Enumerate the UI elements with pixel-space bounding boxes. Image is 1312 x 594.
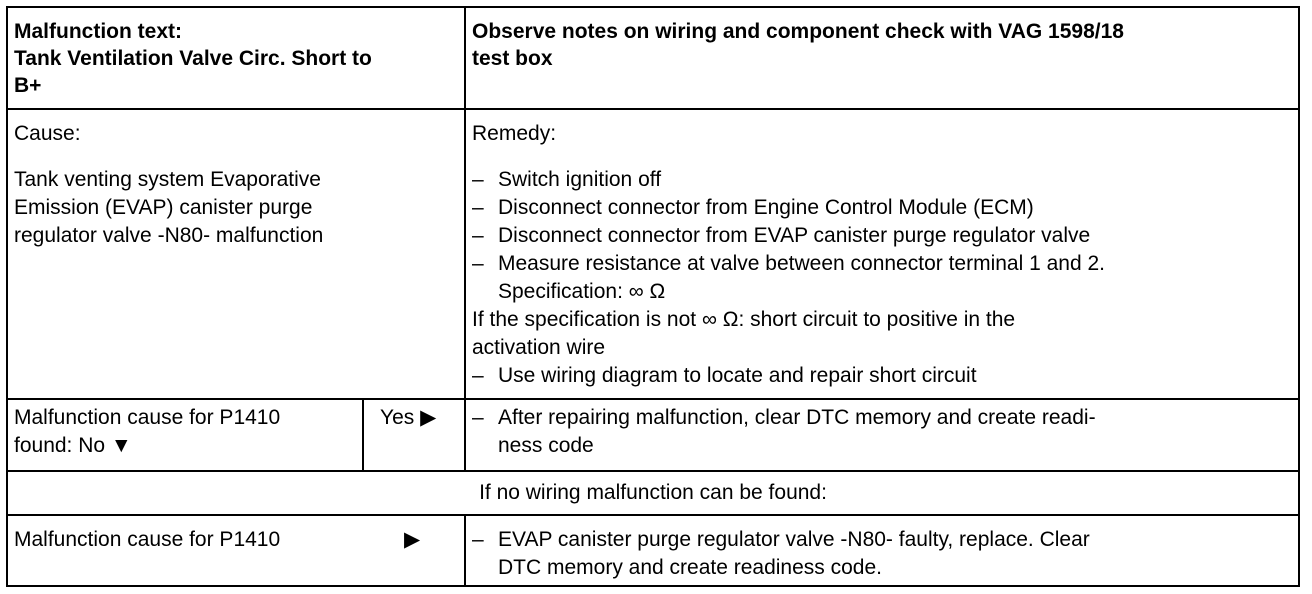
yes-label: Yes <box>380 406 415 429</box>
banner-row: If no wiring malfunction can be found: <box>8 472 1298 516</box>
remedy-title: Remedy: <box>472 122 557 145</box>
found-action-line: ness code <box>498 434 594 457</box>
banner-text: If no wiring malfunction can be found: <box>479 481 827 504</box>
found-action-text: After repairing malfunction, clear DTC m… <box>498 404 1292 460</box>
malfunction-text-line: Tank Ventilation Valve Circ. Short to <box>14 47 372 70</box>
cause-remedy-row: Cause: Tank venting system Evaporative E… <box>8 110 1298 400</box>
down-arrow-icon: ▼ <box>110 434 132 457</box>
observe-notes-cell: Observe notes on wiring and component ch… <box>466 8 1298 108</box>
dash-bullet: – <box>472 224 484 247</box>
cause-title: Cause: <box>14 122 81 145</box>
cause-text: Emission (EVAP) canister purge <box>14 196 313 219</box>
final-action-text: EVAP canister purge regulator valve -N80… <box>498 526 1292 582</box>
remedy-step-text: Use wiring diagram to locate and repair … <box>498 364 977 387</box>
remedy-step-text: Measure resistance at valve between conn… <box>498 250 1292 306</box>
column-divider <box>464 516 466 585</box>
remedy-step-text: Switch ignition off <box>498 168 662 191</box>
diagnostic-table: Malfunction text: Tank Ventilation Valve… <box>6 6 1300 587</box>
dash-bullet: – <box>472 406 484 429</box>
found-cause-text: Malfunction cause for P1410 <box>14 406 281 429</box>
column-divider <box>464 110 466 398</box>
cause-cell: Cause: Tank venting system Evaporative E… <box>8 110 464 398</box>
final-row: Malfunction cause for P1410 ▶ – EVAP can… <box>8 516 1298 585</box>
final-cause-cell: Malfunction cause for P1410 ▶ <box>8 516 464 585</box>
found-row: Malfunction cause for P1410 found: No ▼ … <box>8 400 1298 472</box>
remedy-spec: Specification: ∞ Ω <box>498 280 666 303</box>
remedy-cell: Remedy: – Switch ignition off – Disconne… <box>466 110 1298 398</box>
cause-text: Tank venting system Evaporative <box>14 168 321 191</box>
dash-bullet: – <box>472 168 484 191</box>
found-action: – After repairing malfunction, clear DTC… <box>472 404 1292 460</box>
remedy-step-text: Disconnect connector from Engine Control… <box>498 196 1034 219</box>
header-row: Malfunction text: Tank Ventilation Valve… <box>8 8 1298 110</box>
final-action-cell: – EVAP canister purge regulator valve -N… <box>466 516 1298 585</box>
cause-text: regulator valve -N80- malfunction <box>14 224 324 247</box>
final-cause-text: Malfunction cause for P1410 <box>14 528 281 551</box>
dash-bullet: – <box>472 528 484 551</box>
column-divider <box>464 400 466 470</box>
found-no-line: found: No ▼ <box>14 432 356 460</box>
malfunction-text-line: B+ <box>14 74 42 97</box>
remedy-step-line: Measure resistance at valve between conn… <box>498 252 1106 275</box>
found-no-label: found: No <box>14 434 106 457</box>
final-action-line: DTC memory and create readiness code. <box>498 556 882 579</box>
right-arrow-icon: ▶ <box>420 406 437 429</box>
remedy-note: If the specification is not ∞ Ω: short c… <box>472 308 1016 331</box>
remedy-step-text: Disconnect connector from EVAP canister … <box>498 224 1091 247</box>
malfunction-text-label: Malfunction text: <box>14 20 182 43</box>
dash-bullet: – <box>472 252 484 275</box>
final-action-line: EVAP canister purge regulator valve -N80… <box>498 528 1090 551</box>
remedy-step: – Measure resistance at valve between co… <box>472 250 1292 306</box>
remedy-note: activation wire <box>472 336 606 359</box>
column-divider <box>464 8 466 108</box>
found-action-cell: – After repairing malfunction, clear DTC… <box>466 400 1298 470</box>
remedy-step: – Disconnect connector from EVAP caniste… <box>472 222 1292 250</box>
found-action-line: After repairing malfunction, clear DTC m… <box>498 406 1096 429</box>
right-arrow-icon: ▶ <box>404 528 421 551</box>
remedy-step: – Switch ignition off <box>472 166 1292 194</box>
malfunction-text-cell: Malfunction text: Tank Ventilation Valve… <box>8 8 464 108</box>
observe-notes-line: Observe notes on wiring and component ch… <box>472 20 1124 43</box>
found-cause-cell: Malfunction cause for P1410 found: No ▼ <box>8 400 362 470</box>
dash-bullet: – <box>472 196 484 219</box>
observe-notes-line: test box <box>472 47 553 70</box>
remedy-step: – Disconnect connector from Engine Contr… <box>472 194 1292 222</box>
dash-bullet: – <box>472 364 484 387</box>
column-divider <box>362 400 364 470</box>
final-action: – EVAP canister purge regulator valve -N… <box>472 526 1292 582</box>
yes-cell: Yes ▶ <box>364 400 464 470</box>
remedy-step: – Use wiring diagram to locate and repai… <box>472 362 1292 390</box>
